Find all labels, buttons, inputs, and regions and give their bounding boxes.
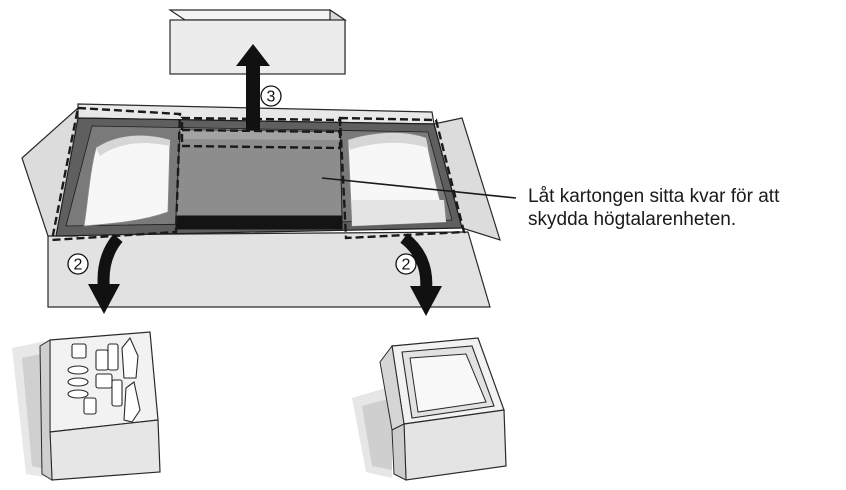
top-board-outline	[180, 116, 342, 150]
left-foam	[83, 135, 171, 227]
right-removal-arrow	[400, 233, 442, 316]
step-3-badge: 3	[260, 85, 282, 107]
callout-leader-line	[321, 177, 517, 199]
callout-line-2: skydda högtalarenheten.	[528, 209, 737, 230]
right-foam	[347, 132, 447, 227]
left-foam-outline	[50, 106, 182, 242]
accessory-tray	[12, 331, 161, 481]
middle-carton	[175, 129, 343, 230]
lift-arrow	[236, 44, 270, 130]
right-foam-outline	[338, 116, 466, 240]
bottom-flap	[47, 231, 491, 308]
callout-line-1: Låt kartongen sitta kvar för att	[528, 186, 780, 207]
right-step-2-badge: 2	[395, 253, 417, 275]
carton-callout: Låt kartongen sitta kvar för att skydda …	[528, 185, 838, 231]
dashed-outlines	[50, 106, 466, 242]
left-step-2-number: 2	[74, 257, 83, 274]
left-step-2-badge: 2	[67, 253, 89, 275]
lifted-board	[168, 8, 347, 75]
right-step-2-number: 2	[402, 257, 411, 274]
step-3-number: 3	[267, 89, 276, 106]
cover-block	[352, 337, 507, 481]
left-removal-arrow	[88, 234, 123, 314]
